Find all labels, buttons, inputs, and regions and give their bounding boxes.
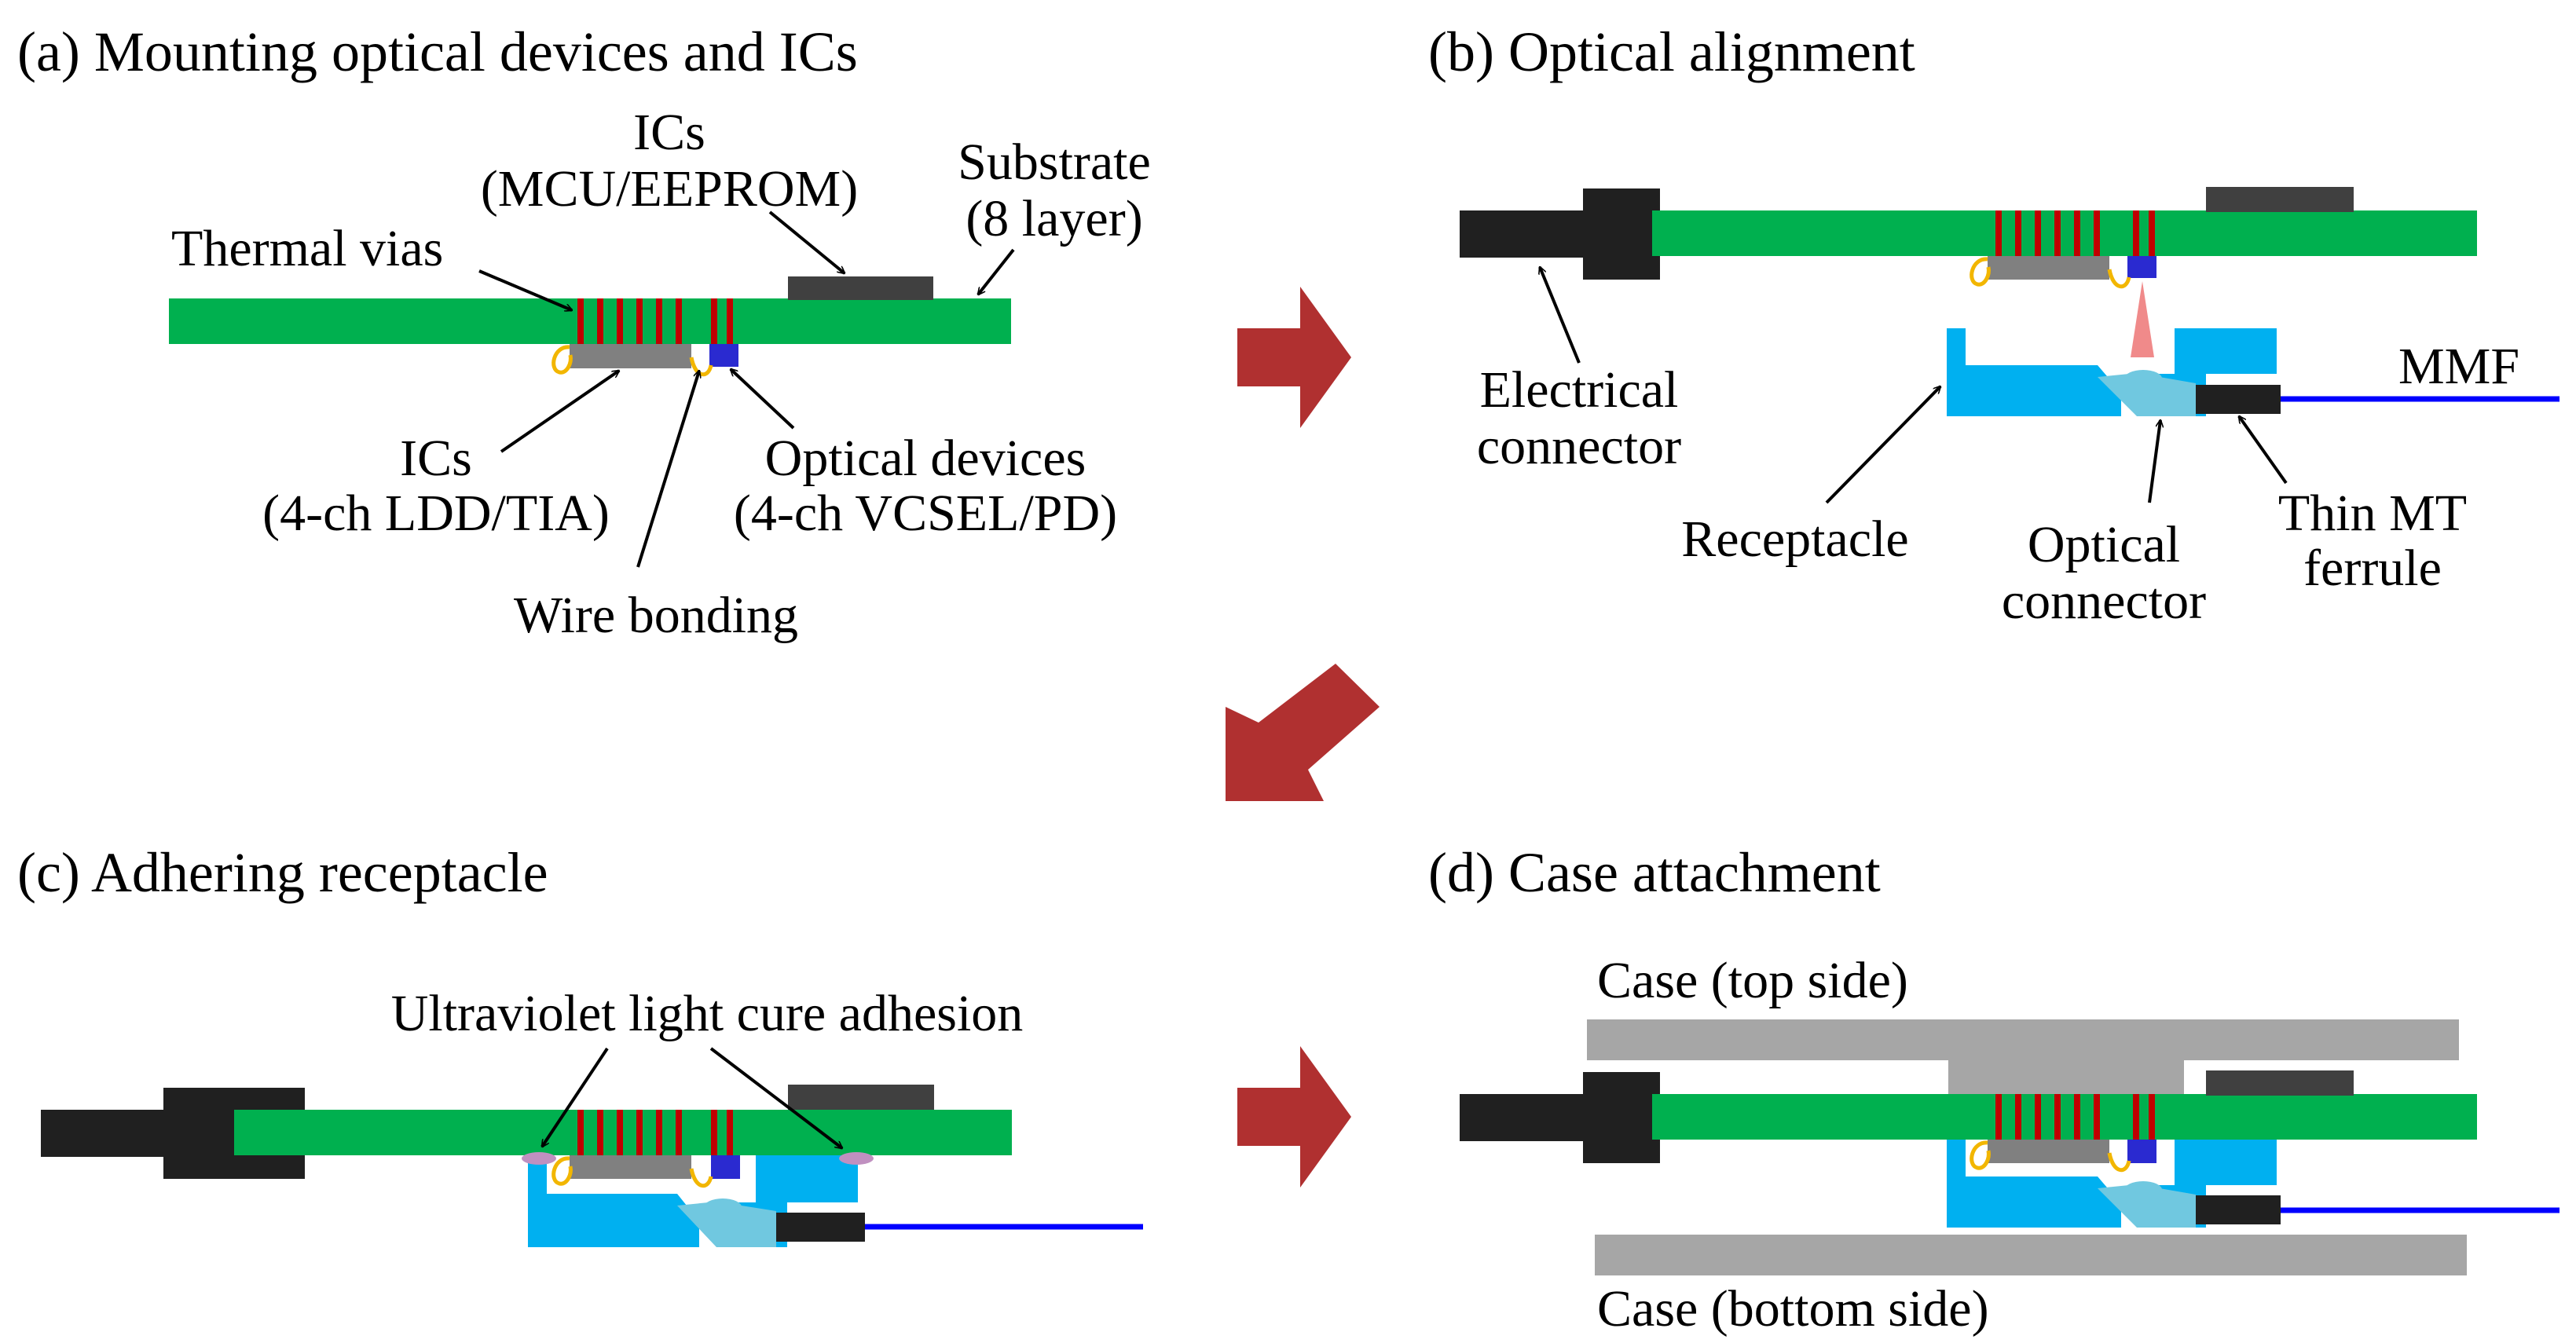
panel-d: (d) Case attachment Case (top side) — [1428, 841, 2560, 1338]
receptacle-block — [2175, 1140, 2277, 1185]
label-ics-bottom-2: (4-ch LDD/TIA) — [262, 485, 610, 542]
flow-arrow-b-to-c — [1226, 664, 1380, 801]
ic-mcu-eeprom — [2206, 1070, 2354, 1096]
electrical-connector-cable — [41, 1110, 167, 1157]
optical-connector-lens — [2124, 1181, 2162, 1198]
ic-ldd-tia — [570, 1155, 691, 1179]
thermal-vias — [1995, 1094, 2155, 1140]
thermal-vias — [577, 298, 733, 344]
wire-bond-right — [2107, 1152, 2131, 1172]
thin-mt-ferrule — [776, 1213, 865, 1242]
flow-arrow-c-to-d — [1237, 1046, 1351, 1187]
optical-connector-lens — [704, 1198, 742, 1216]
label-substrate-2: (8 layer) — [966, 190, 1142, 247]
label-case-top: Case (top side) — [1597, 952, 1908, 1009]
panel-c-leaders — [540, 1047, 842, 1148]
label-receptacle: Receptacle — [1681, 510, 1908, 568]
thermal-vias — [577, 1110, 733, 1155]
label-ics-bottom-1: ICs — [400, 430, 472, 487]
label-wire-bonding: Wire bonding — [514, 587, 798, 644]
thin-mt-ferrule — [2196, 385, 2281, 414]
receptacle-block — [2175, 328, 2277, 374]
optical-device-vcsel-pd — [2127, 1140, 2156, 1163]
label-mmf: MMF — [2398, 338, 2519, 395]
ic-ldd-tia — [1988, 256, 2109, 280]
panel-a-leaders — [478, 210, 1015, 568]
substrate — [1652, 1094, 2477, 1140]
receptacle-body — [1947, 1140, 2121, 1228]
wire-bond-right — [2107, 269, 2131, 288]
uv-adhesive-left — [522, 1152, 556, 1165]
label-thin-mt-2: ferrule — [2303, 540, 2442, 597]
thin-mt-ferrule — [2196, 1195, 2281, 1224]
panel-d-title: (d) Case attachment — [1428, 841, 1881, 904]
receptacle-body — [528, 1155, 699, 1247]
label-optical-devices-2: (4-ch VCSEL/PD) — [734, 485, 1117, 542]
optical-connector — [677, 1202, 776, 1247]
panel-a: (a) Mounting optical devices and ICs ICs… — [17, 20, 1151, 644]
case-top-plate — [1587, 1019, 2459, 1060]
wire-bond-right — [689, 357, 713, 376]
uv-adhesive-right — [839, 1152, 874, 1165]
label-uv-adhesion: Ultraviolet light cure adhesion — [391, 985, 1024, 1042]
ic-mcu-eeprom — [788, 276, 933, 300]
electrical-connector-cable — [1460, 210, 1585, 258]
wire-bond-left — [1970, 257, 1991, 287]
flow-arrows — [1226, 287, 1380, 1187]
label-thermal-vias: Thermal vias — [171, 220, 443, 277]
electrical-connector-body — [1583, 188, 1660, 280]
label-substrate-1: Substrate — [958, 134, 1151, 191]
label-ics-top-2: (MCU/EEPROM) — [481, 160, 858, 218]
panel-a-title: (a) Mounting optical devices and ICs — [17, 20, 858, 83]
label-electrical-connector-1: Electrical — [1480, 361, 1679, 419]
label-optical-devices-1: Optical devices — [765, 430, 1086, 487]
flow-arrow-a-to-b — [1237, 287, 1351, 428]
wire-bond-right — [689, 1168, 713, 1187]
optical-device-vcsel-pd — [711, 1155, 740, 1179]
receptacle-block — [756, 1155, 858, 1202]
label-optical-connector-2: connector — [2002, 573, 2206, 630]
label-ics-top-1: ICs — [633, 104, 705, 161]
wire-bond-left — [551, 345, 573, 375]
panel-b: (b) Optical alignment Electrical connect… — [1428, 20, 2560, 630]
thermal-vias — [1995, 210, 2155, 256]
label-optical-connector-1: Optical — [2028, 516, 2180, 573]
optical-connector-lens — [2124, 370, 2162, 387]
ic-ldd-tia — [570, 344, 691, 368]
optical-connector — [2098, 1184, 2196, 1228]
ic-mcu-eeprom — [788, 1085, 934, 1110]
electrical-connector-cable — [1460, 1094, 1585, 1141]
ic-ldd-tia — [1988, 1140, 2109, 1163]
wire-bond-left — [1970, 1140, 1991, 1170]
case-bottom-plate — [1595, 1235, 2467, 1275]
electrical-connector-body — [1583, 1072, 1660, 1163]
panel-c-title: (c) Adhering receptacle — [17, 841, 548, 904]
panel-b-leaders — [1540, 267, 2288, 504]
optical-device-vcsel-pd — [709, 344, 738, 367]
wire-bond-left — [551, 1156, 573, 1186]
label-case-bottom: Case (bottom side) — [1597, 1280, 1989, 1338]
receptacle-body — [1947, 328, 2121, 416]
optical-connector — [2098, 373, 2196, 416]
optical-device-vcsel-pd — [2127, 256, 2156, 278]
substrate — [1652, 210, 2477, 256]
panel-b-title: (b) Optical alignment — [1428, 20, 1915, 83]
label-electrical-connector-2: connector — [1477, 418, 1681, 475]
label-thin-mt-1: Thin MT — [2278, 485, 2467, 542]
ic-mcu-eeprom — [2206, 187, 2354, 212]
substrate — [169, 298, 1011, 344]
panel-c: (c) Adhering receptacle Ultraviolet ligh… — [17, 841, 1143, 1247]
optical-beam — [2131, 281, 2154, 357]
